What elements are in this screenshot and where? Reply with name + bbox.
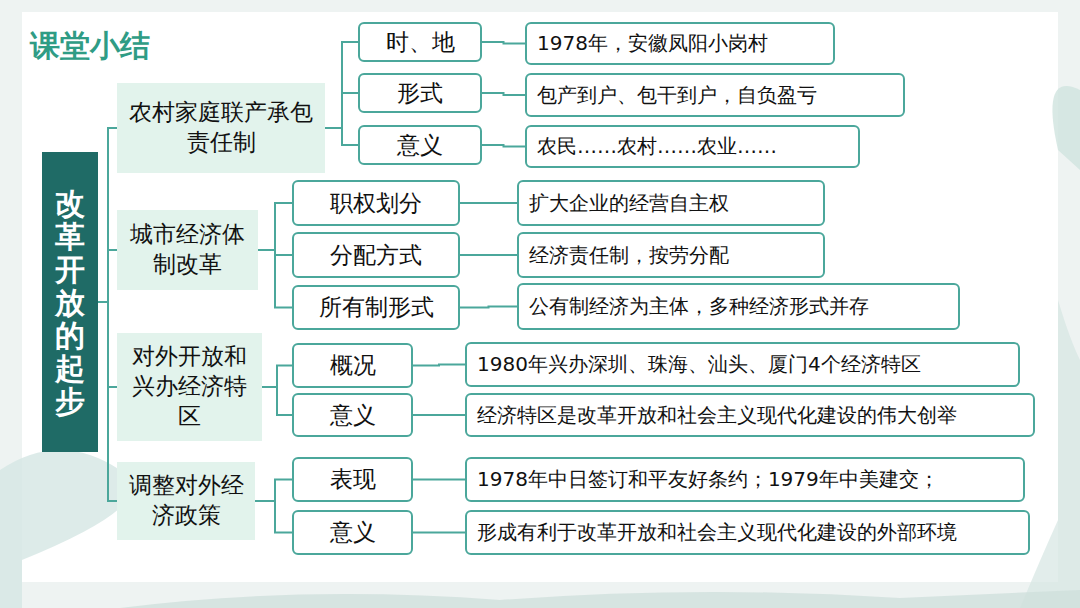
content-box: 1978年，安徽凤阳小岗村 — [525, 22, 835, 65]
category-box: 调整对外经济政策 — [117, 462, 255, 540]
bracket-connector — [98, 250, 117, 302]
bracket-connector — [482, 93, 525, 95]
node-text: 形成有利于改革开放和社会主义现代化建设的外部环境 — [477, 519, 957, 546]
node-text: 农村家庭联产承包责任制 — [125, 98, 317, 158]
node-text: 改革开放的起步 — [55, 187, 85, 418]
bracket-connector — [460, 254, 517, 256]
bracket-connector — [413, 479, 465, 481]
node-text: 表现 — [330, 464, 376, 495]
label-box: 所有制形式 — [292, 285, 460, 330]
topic-box: 改革开放的起步 — [42, 152, 98, 452]
node-text: 意义 — [330, 400, 376, 431]
node-text: 时、地 — [386, 27, 455, 58]
bracket-connector — [98, 302, 117, 501]
bracket-connector — [98, 128, 117, 302]
bracket-connector — [325, 42, 358, 128]
node-text: 对外开放和兴办经济特区 — [125, 342, 254, 432]
label-box: 形式 — [358, 73, 482, 113]
bracket-connector — [325, 93, 358, 128]
content-box: 1980年兴办深圳、珠海、汕头、厦门4个经济特区 — [465, 342, 1020, 387]
content-box: 形成有利于改革开放和社会主义现代化建设的外部环境 — [465, 510, 1030, 555]
content-box: 公有制经济为主体，多种经济形式并存 — [517, 283, 960, 330]
bracket-connector — [258, 250, 292, 308]
label-box: 表现 — [292, 457, 413, 502]
node-text: 1978年，安徽凤阳小岗村 — [537, 30, 768, 57]
label-box: 时、地 — [358, 22, 482, 62]
content-box: 经济特区是改革开放和社会主义现代化建设的伟大创举 — [465, 393, 1035, 437]
node-text: 公有制经济为主体，多种经济形式并存 — [529, 293, 869, 320]
slide-title: 课堂小结 — [30, 26, 150, 67]
node-text: 意义 — [330, 517, 376, 548]
node-text: 职权划分 — [330, 188, 422, 219]
content-box: 经济责任制，按劳分配 — [517, 232, 825, 278]
category-box: 对外开放和兴办经济特区 — [117, 333, 262, 441]
label-box: 意义 — [358, 125, 482, 165]
label-box: 分配方式 — [292, 232, 460, 278]
node-text: 城市经济体制改革 — [125, 220, 250, 280]
node-text: 所有制形式 — [319, 292, 434, 323]
node-text: 形式 — [397, 78, 443, 109]
node-text: 调整对外经济政策 — [125, 471, 247, 531]
bracket-connector — [460, 202, 517, 204]
bracket-connector — [413, 414, 465, 416]
node-text: 分配方式 — [330, 240, 422, 271]
node-text: 意义 — [397, 130, 443, 161]
content-box: 农民……农村……农业…… — [525, 125, 860, 168]
label-box: 意义 — [292, 393, 413, 437]
bracket-connector — [255, 501, 292, 533]
bracket-connector — [262, 387, 292, 415]
node-text: 经济责任制，按劳分配 — [529, 242, 729, 269]
node-text: 1980年兴办深圳、珠海、汕头、厦门4个经济特区 — [477, 351, 921, 378]
bracket-connector — [460, 307, 517, 308]
bracket-connector — [413, 365, 465, 366]
bracket-connector — [413, 532, 465, 534]
label-box: 概况 — [292, 343, 413, 388]
bracket-connector — [262, 366, 292, 388]
label-box: 意义 — [292, 510, 413, 555]
node-text: 包产到户、包干到户，自负盈亏 — [537, 82, 817, 109]
bracket-connector — [482, 145, 525, 147]
category-box: 农村家庭联产承包责任制 — [117, 83, 325, 173]
node-text: 经济特区是改革开放和社会主义现代化建设的伟大创举 — [477, 402, 957, 429]
category-box: 城市经济体制改革 — [117, 210, 258, 290]
node-text: 扩大企业的经营自主权 — [529, 190, 729, 217]
bracket-connector — [255, 480, 292, 502]
bracket-connector — [325, 128, 358, 145]
node-text: 农民……农村……农业…… — [537, 133, 777, 160]
content-box: 扩大企业的经营自主权 — [517, 180, 825, 226]
bracket-connector — [482, 42, 525, 44]
content-box: 1978年中日签订和平友好条约；1979年中美建交； — [465, 457, 1025, 502]
label-box: 职权划分 — [292, 180, 460, 226]
content-box: 包产到户、包干到户，自负盈亏 — [525, 73, 905, 117]
bracket-connector — [258, 203, 292, 250]
node-text: 1978年中日签订和平友好条约；1979年中美建交； — [477, 466, 939, 493]
node-text: 概况 — [330, 350, 376, 381]
